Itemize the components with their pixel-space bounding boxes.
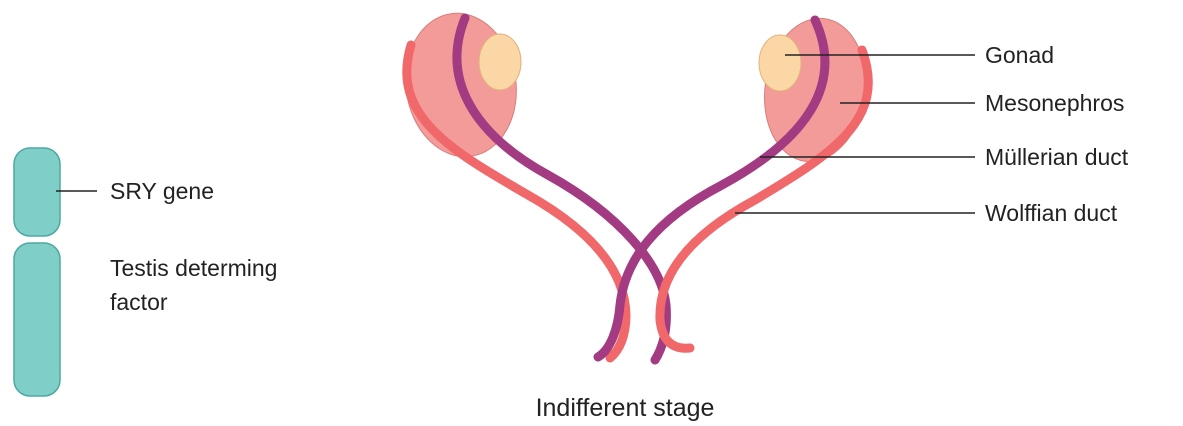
gonad-label: Gonad [985,42,1054,68]
chromosome-main-segment [14,243,60,396]
caption: Indifferent stage [536,394,715,422]
right-gonad [759,35,801,91]
mesonephros-label: Mesonephros [985,90,1124,116]
sry-gene-label: SRY gene [110,178,214,204]
left-urogenital-ridge [397,6,667,360]
mullerian-duct-label: Müllerian duct [985,144,1129,170]
right-urogenital-ridge [598,12,875,357]
left-gonad [479,34,521,90]
tdf-label-line1: Testis determing [110,255,277,281]
wolffian-duct-label: Wolffian duct [985,200,1118,226]
chromosome [14,148,97,396]
chromosome-sry-segment [14,148,60,236]
tdf-label-line2: factor [110,289,168,315]
